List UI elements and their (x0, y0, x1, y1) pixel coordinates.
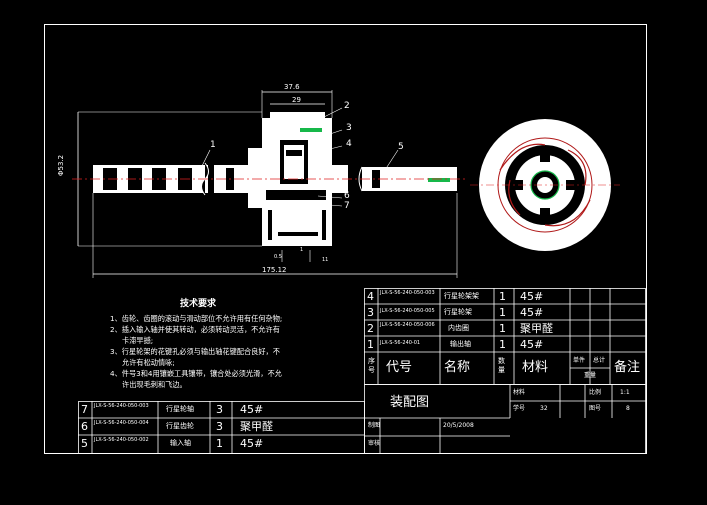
tech-requirement-line: 允许有松动情咏; (122, 358, 175, 367)
bom-code: JLX-S-56-240-050-002 (94, 437, 149, 443)
bom-seq: 1 (367, 338, 374, 351)
dim-small-c: 1 (300, 247, 304, 253)
bom-name: 行星轮轴 (166, 405, 194, 413)
balloon-1: 1 (210, 140, 216, 150)
checked-label: 审核 (368, 440, 381, 447)
tech-requirement-line: 3、行星轮架的花键孔必须与输出轴花键配合良好，不 (110, 347, 280, 356)
bom-seq: 7 (81, 403, 88, 416)
scale-value: 1:1 (620, 389, 630, 396)
bom-header-qty: 数量 (498, 357, 505, 374)
balloon-3: 3 (346, 123, 352, 133)
bom-code: JLX-S-56-240-050-004 (94, 420, 149, 426)
bom-name: 内齿圈 (448, 324, 469, 332)
balloon-2: 2 (344, 101, 350, 111)
balloon-6: 6 (344, 191, 350, 201)
tech-requirement-line: 4、件号3和4用镶嵌工具镶带，镶合处必须光滑，不允 (110, 369, 282, 378)
bom-seq: 5 (81, 437, 88, 450)
bom-material: 45# (240, 403, 264, 416)
tech-requirement-line: 卡滞早撼; (122, 336, 154, 345)
tech-requirements-title: 技术要求 (180, 299, 217, 309)
drawn-label: 制图 (368, 422, 381, 429)
dim-overall-length: 175.12 (262, 266, 287, 274)
sheet-value: 8 (626, 405, 630, 412)
bom-name: 输出轴 (450, 340, 471, 348)
student-no-label: 学号 (513, 405, 526, 412)
dim-width-inner: 29 (292, 96, 301, 104)
bom-qty: 1 (499, 338, 506, 351)
bom-name: 行星齿轮 (166, 422, 194, 430)
dim-small-a: 0.5 (274, 254, 282, 260)
student-no-value: 32 (540, 405, 548, 412)
bom-code: JLX-S-56-240-050-005 (380, 308, 435, 314)
bom-material: 45# (520, 290, 544, 303)
material-label: 材料 (513, 389, 526, 396)
bom-qty: 1 (499, 322, 506, 335)
date-value: 20/5/2008 (443, 422, 474, 429)
dim-width-top: 37.6 (284, 83, 300, 91)
bom-code: JLX-S-56-240-050-003 (94, 403, 149, 409)
tech-requirement-line: 许出现毛刺和飞边。 (122, 380, 187, 389)
bom-material: 45# (520, 338, 544, 351)
bom-upper-grid (364, 288, 646, 385)
bom-qty: 3 (216, 420, 223, 433)
bom-code: JLX-S-56-240-050-003 (380, 290, 435, 296)
bom-lower-grid (78, 401, 365, 454)
balloon-5: 5 (398, 142, 404, 152)
bom-seq: 2 (367, 322, 374, 335)
bom-name: 行星轮架架 (444, 292, 479, 300)
bom-header-unit-weight: 单件 (573, 357, 586, 364)
bom-name: 行星轮架 (444, 308, 472, 316)
drawing-name: 装配图 (390, 395, 430, 410)
bom-qty: 1 (499, 290, 506, 303)
dim-diameter: Φ53.2 (57, 154, 65, 176)
bom-qty: 1 (499, 306, 506, 319)
bom-material: 45# (520, 306, 544, 319)
bom-seq: 4 (367, 290, 374, 303)
balloon-7: 7 (344, 201, 350, 211)
bom-material: 聚甲醛 (520, 322, 553, 335)
bom-name: 输入轴 (170, 439, 191, 447)
bom-header-total-weight: 总计 (593, 357, 606, 364)
tech-requirement-line: 2、插入输入轴并使其转动，必须转动灵活，不允许有 (110, 325, 280, 334)
bom-header-weight: 重量 (584, 372, 597, 379)
bom-seq: 6 (81, 420, 88, 433)
tech-requirement-line: 1、齿轮、齿圈的滚动与滑动部位不允许用有任何杂物; (110, 314, 283, 323)
bom-code: JLX-S-56-240-050-006 (380, 322, 435, 328)
bom-seq: 3 (367, 306, 374, 319)
bom-header-code: 代号 (386, 360, 413, 375)
side-view (77, 90, 458, 278)
bom-code: JLX-S-56-240-01 (380, 340, 421, 346)
sheet-label: 图号 (589, 405, 602, 412)
bom-header-name: 名称 (444, 360, 471, 375)
dim-small-b: 11 (322, 257, 329, 263)
bom-header-material: 材料 (522, 360, 549, 375)
end-view (470, 119, 620, 251)
bom-material: 聚甲醛 (240, 420, 273, 433)
balloon-4: 4 (346, 139, 352, 149)
scale-label: 比例 (589, 389, 602, 396)
bom-material: 45# (240, 437, 264, 450)
bom-qty: 1 (216, 437, 223, 450)
bom-qty: 3 (216, 403, 223, 416)
bom-header-remark: 备注 (614, 360, 641, 375)
bom-header-seq: 序号 (368, 357, 375, 374)
